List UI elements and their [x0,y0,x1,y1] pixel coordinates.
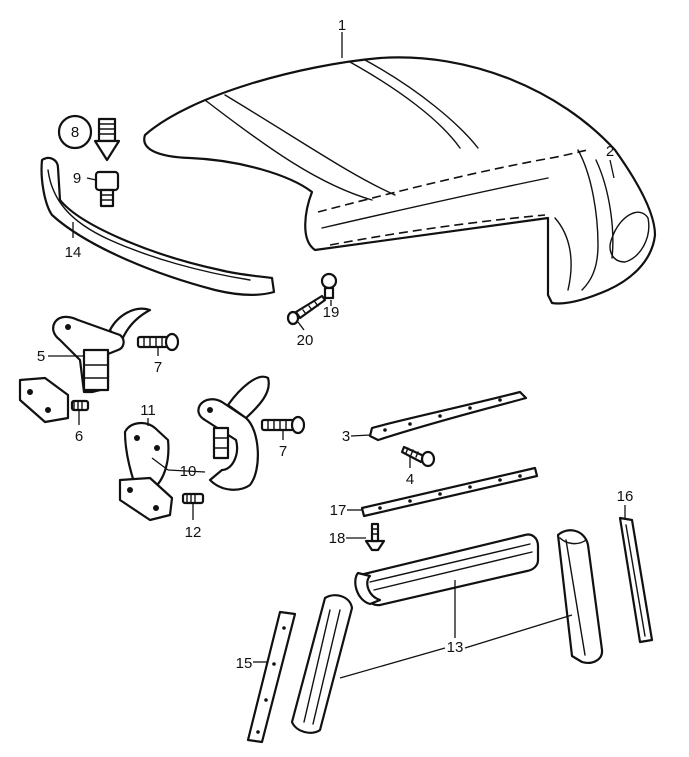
callout-4: 4 [406,471,414,488]
stud-9 [94,170,120,208]
seal-13-left-post [290,594,354,734]
callout-18: 18 [329,530,346,547]
strip-15 [246,610,297,744]
callout-7-right: 7 [279,443,287,460]
callout-10: 10 [180,463,197,480]
callout-17: 17 [330,502,347,519]
callout-13: 13 [447,639,464,656]
left-latch-5 [18,307,152,424]
callout-2: 2 [606,143,614,160]
callout-20: 20 [297,332,314,349]
screw-4 [400,445,436,468]
callout-6: 6 [75,428,83,445]
trim-strip-3 [368,390,528,442]
screw-12 [181,492,205,505]
clip-19 [320,272,338,300]
callout-labels: 1 2 3 4 5 6 7 7 8 9 10 11 12 13 14 15 16… [37,17,634,672]
seal-13-horizontal [354,533,540,607]
callout-14: 14 [65,244,82,261]
screw-20 [286,294,327,326]
callout-15: 15 [236,655,253,672]
stud-8 [93,117,121,162]
latch-bracket-11 [118,422,174,522]
callout-3: 3 [342,428,350,445]
screw-7-right [260,415,306,435]
latch-hook-10 [197,375,270,491]
hardtop-shell [143,56,657,305]
strip-16 [618,516,654,644]
callout-7-left: 7 [154,359,162,376]
callout-19: 19 [323,304,340,321]
callout-9: 9 [73,170,81,187]
rain-rail [40,156,276,296]
callout-12: 12 [185,524,202,541]
callout-1: 1 [338,17,346,34]
callout-16: 16 [617,488,634,505]
leader-lines [48,32,626,679]
callout-8: 8 [71,124,79,141]
screw-7-left [136,332,180,352]
strip-17 [360,466,539,518]
screw-18 [364,522,386,552]
seal-13-right-post [556,529,604,664]
callout-8-highlight [57,114,93,150]
callout-11: 11 [140,402,156,419]
callout-5: 5 [37,348,45,365]
screw-6 [70,399,90,412]
